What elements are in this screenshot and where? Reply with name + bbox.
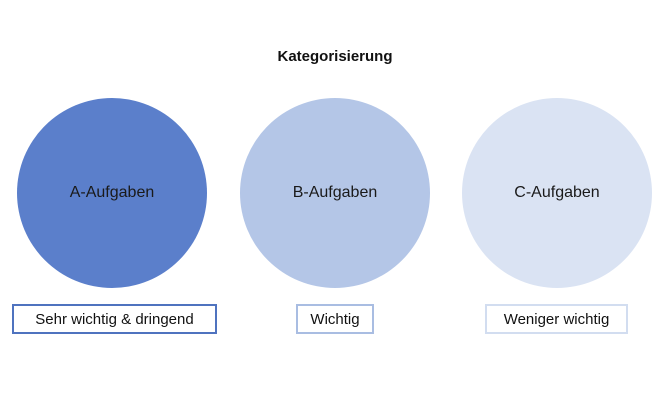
category-b-circle: B-Aufgaben — [240, 98, 430, 288]
category-b-circle-label: B-Aufgaben — [292, 184, 378, 201]
category-c-description: Weniger wichtig — [503, 310, 610, 328]
category-b-description: Wichtig — [310, 310, 360, 328]
category-c-circle: C-Aufgaben — [462, 98, 652, 288]
category-c-circle-label: C-Aufgaben — [514, 184, 600, 201]
category-a-description-box: Sehr wichtig & dringend — [12, 304, 217, 334]
diagram-title: Kategorisierung — [277, 48, 393, 65]
category-a-circle-label: A-Aufgaben — [69, 184, 155, 201]
category-c-description-box: Weniger wichtig — [485, 304, 628, 334]
category-b-description-box: Wichtig — [296, 304, 374, 334]
category-a-description: Sehr wichtig & dringend — [35, 310, 194, 328]
category-a-circle: A-Aufgaben — [17, 98, 207, 288]
